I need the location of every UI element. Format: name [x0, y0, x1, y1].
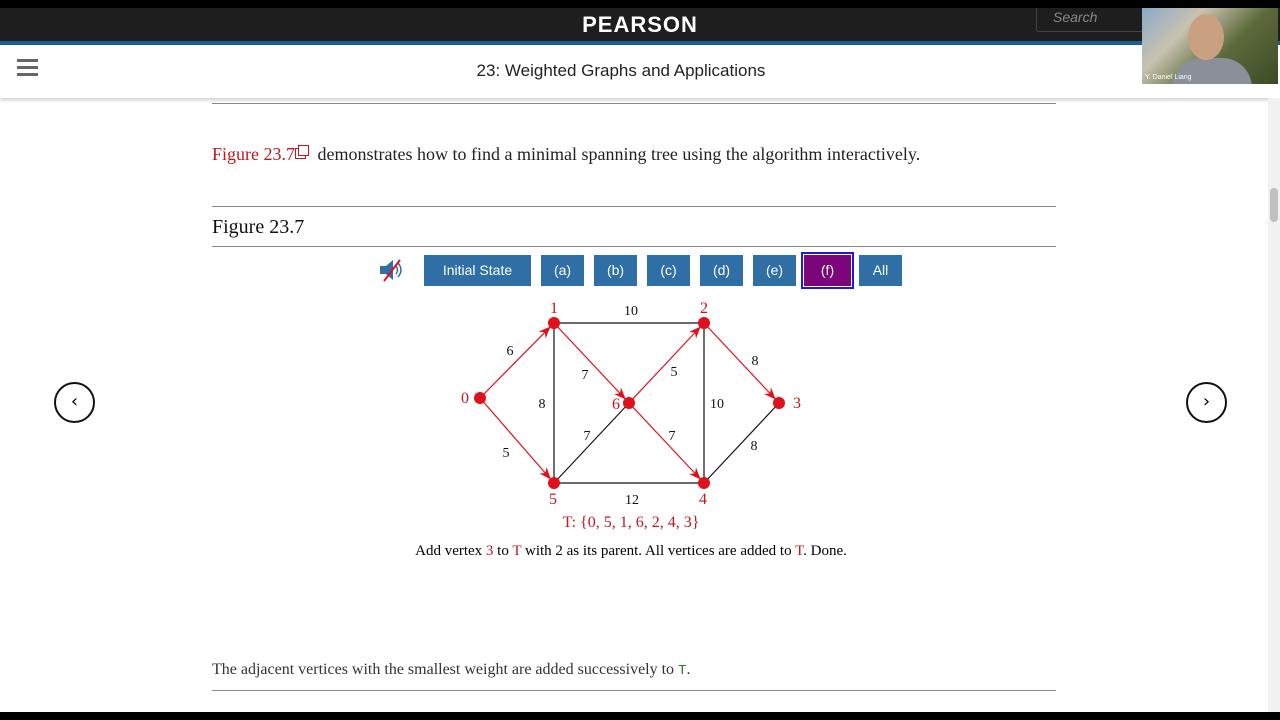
previous-button[interactable]: ‹ — [54, 382, 95, 423]
speaker-muted-icon[interactable] — [378, 257, 404, 283]
graph-edge — [553, 402, 630, 484]
vertex — [698, 477, 710, 489]
tree-edge — [479, 326, 551, 399]
step-button[interactable]: (e) — [753, 255, 796, 286]
bottom-bar — [0, 712, 1280, 720]
vertex-label: 5 — [549, 491, 557, 508]
hamburger-menu-icon[interactable] — [17, 59, 38, 77]
chapter-title: 23: Weighted Graphs and Applications — [476, 61, 766, 80]
vertex — [623, 397, 635, 409]
scrollbar[interactable] — [1268, 98, 1280, 712]
divider — [212, 206, 1056, 207]
brand-bar: PEARSON Search — [0, 8, 1280, 41]
vertex-label: 0 — [461, 390, 469, 407]
graph-edge — [703, 402, 780, 484]
edge-weight: 12 — [625, 493, 639, 508]
step-button[interactable]: All — [859, 255, 902, 286]
edge-weight: 8 — [751, 439, 758, 454]
edge-weight: 6 — [507, 344, 514, 359]
step-button[interactable]: Initial State — [424, 255, 531, 286]
vertex — [474, 392, 486, 404]
vertex-label: 3 — [793, 395, 801, 412]
edge-weight: 7 — [669, 429, 676, 444]
vertex — [548, 317, 560, 329]
webcam-video: Y. Daniel Liang — [1142, 8, 1278, 84]
tree-edge — [703, 322, 776, 400]
step-button[interactable]: (c) — [647, 255, 690, 286]
figure-title: Figure 23.7 — [212, 216, 305, 238]
step-button[interactable]: (a) — [541, 255, 584, 286]
bottom-paragraph: The adjacent vertices with the smallest … — [212, 661, 691, 679]
edge-weight: 7 — [582, 368, 589, 383]
scrollbar-thumb[interactable] — [1270, 188, 1278, 222]
accent-line — [0, 41, 1280, 45]
top-bar — [0, 0, 1280, 8]
edge-weight: 8 — [752, 354, 759, 369]
edge-weight: 5 — [503, 446, 510, 461]
tree-edge — [479, 397, 551, 480]
vertex-label: 2 — [700, 300, 708, 317]
vertex-label: 4 — [699, 491, 707, 508]
video-name: Y. Daniel Liang — [1145, 74, 1192, 81]
step-button[interactable]: (f) — [801, 252, 854, 289]
tree-edge — [628, 326, 701, 404]
edge-weight: 8 — [539, 397, 546, 412]
step-button[interactable]: (d) — [700, 255, 743, 286]
vertex — [548, 477, 560, 489]
edge-weight: 10 — [710, 397, 724, 412]
step-caption: Add vertex 3 to T with 2 as its parent. … — [415, 543, 847, 559]
tree-edge — [628, 402, 701, 480]
vertex-label: 6 — [612, 396, 620, 413]
next-button[interactable]: › — [1186, 382, 1227, 423]
vertex — [773, 397, 785, 409]
edge-weight: 10 — [624, 304, 638, 319]
figure-link[interactable]: Figure 23.7 — [212, 144, 295, 164]
tree-set: T: {0, 5, 1, 6, 2, 4, 3} — [562, 514, 700, 531]
divider — [212, 103, 1056, 104]
divider — [212, 246, 1056, 247]
external-link-icon[interactable] — [298, 145, 309, 156]
divider — [212, 690, 1056, 691]
step-button[interactable]: (b) — [594, 255, 637, 286]
vertex-label: 1 — [550, 300, 558, 317]
edge-weight: 7 — [584, 429, 591, 444]
pearson-logo: PEARSON — [582, 12, 698, 37]
edge-weight: 5 — [671, 365, 678, 380]
tree-edge — [553, 322, 626, 400]
vertex — [698, 317, 710, 329]
intro-paragraph: Figure 23.7 demonstrates how to find a m… — [212, 144, 921, 164]
chapter-header: 23: Weighted Graphs and Applications — [0, 45, 1280, 98]
